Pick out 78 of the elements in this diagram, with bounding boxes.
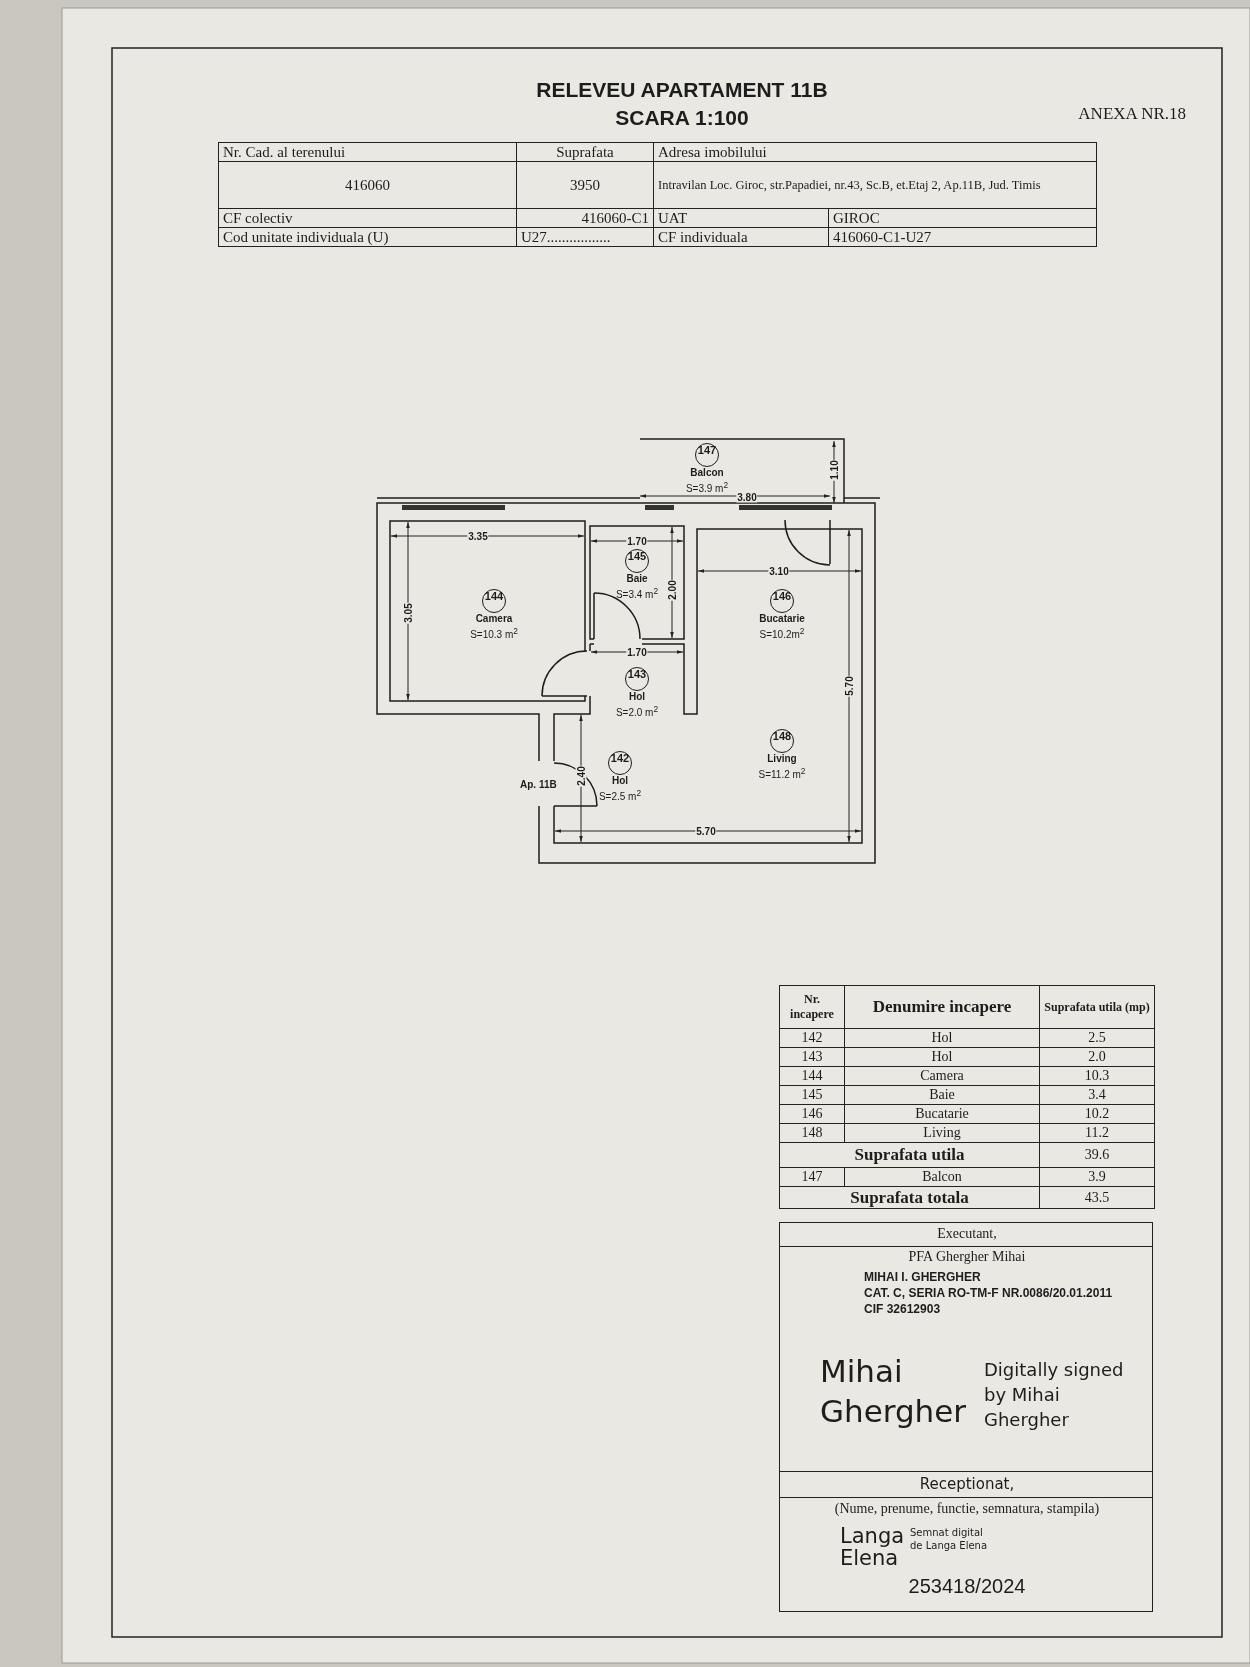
room-name: Camera	[475, 613, 513, 625]
signer-firm: PFA Ghergher Mihai	[908, 1249, 1026, 1265]
room-name: Hol	[628, 691, 646, 703]
table-cell: CF individuala	[653, 227, 829, 247]
table-cell: Suprafata totala	[779, 1186, 1040, 1209]
table-cell: 145	[779, 1085, 845, 1105]
table-cell: 10.2	[1039, 1104, 1155, 1124]
signature-name: Mihai Ghergher	[820, 1352, 968, 1431]
table-cell: Denumire incapere	[844, 985, 1040, 1029]
room-name: Baie	[626, 573, 648, 585]
table-cell: 142	[779, 1028, 845, 1048]
table-cell: Intravilan Loc. Giroc, str.Papadiei, nr.43, Sc.B, et.Etaj 2, Ap.11B, Jud. Timis	[653, 161, 1097, 209]
table-cell: U27.................	[516, 227, 654, 247]
table-cell: Balcon	[844, 1167, 1040, 1187]
table-cell: 416060	[218, 161, 517, 209]
table-cell: 148	[779, 1123, 845, 1143]
table-cell: 144	[779, 1066, 845, 1086]
room-area: S=11.2 m$^{2}$	[758, 765, 806, 782]
table-cell: Cod unitate individuala (U)	[218, 227, 517, 247]
room-area: S=2.5 m$^{2}$	[598, 787, 642, 804]
signer-tax-id: CIF 32612903	[864, 1302, 941, 1316]
table-cell: Nr. Cad. al terenului	[218, 142, 517, 162]
signature-note: Semnat digital de Langa Elena	[910, 1526, 989, 1552]
dimension-label: 2.00	[666, 579, 678, 601]
scale-note: SCARA 1:100	[615, 106, 749, 130]
room-name: Bucatarie	[759, 613, 805, 625]
registration-number: 253418/2024	[908, 1575, 1026, 1598]
table-cell: 416060-C1	[516, 208, 654, 228]
table-cell: 143	[779, 1047, 845, 1067]
table-cell: 11.2	[1039, 1123, 1155, 1143]
room-name: Living	[767, 753, 797, 765]
apartment-label: Ap. 11B	[520, 779, 557, 790]
room-area: S=2.0 m$^{2}$	[615, 703, 659, 720]
received-instructions: (Nume, prenume, functie, semnatura, stampila)	[834, 1501, 1100, 1517]
table-cell: Bucatarie	[844, 1104, 1040, 1124]
room-area: S=10.2m$^{2}$	[759, 625, 805, 642]
table-cell: Baie	[844, 1085, 1040, 1105]
table-cell: 146	[779, 1104, 845, 1124]
table-cell: 10.3	[1039, 1066, 1155, 1086]
table-cell: Suprafata	[516, 142, 654, 162]
table-cell: GIROC	[828, 208, 1097, 228]
table-cell: 2.5	[1039, 1028, 1155, 1048]
document-title: RELEVEU APARTAMENT 11B	[536, 78, 828, 102]
room-area: S=10.3 m$^{2}$	[470, 625, 518, 642]
table-cell: 3950	[516, 161, 654, 209]
room-name: Balcon	[690, 467, 724, 479]
table-cell: Hol	[844, 1047, 1040, 1067]
table-cell: Living	[844, 1123, 1040, 1143]
signer-role: Executant,	[937, 1226, 997, 1242]
table-cell: 147	[779, 1167, 845, 1187]
table-cell: Hol	[844, 1028, 1040, 1048]
dimension-label: 2.40	[575, 765, 587, 787]
dimension-label: 3.80	[736, 491, 758, 503]
table-cell: Suprafata utila	[779, 1142, 1040, 1168]
table-cell: 3.4	[1039, 1085, 1155, 1105]
table-cell: CF colectiv	[218, 208, 517, 228]
table-cell: 43.5	[1039, 1186, 1155, 1209]
table-cell: 39.6	[1039, 1142, 1155, 1168]
table-cell: Suprafata utila (mp)	[1039, 985, 1155, 1029]
table-cell: 416060-C1-U27	[828, 227, 1097, 247]
signer-name: MIHAI I. GHERGHER	[864, 1270, 981, 1284]
table-cell: Nr. incapere	[779, 985, 845, 1029]
room-name: Hol	[611, 775, 629, 787]
room-area: S=3.4 m$^{2}$	[615, 585, 659, 602]
signer-license: CAT. C, SERIA RO-TM-F NR.0086/20.01.2011	[864, 1286, 1113, 1300]
room-area: S=3.9 m$^{2}$	[685, 479, 729, 496]
signature-note: Digitally signed by Mihai Ghergher	[984, 1358, 1125, 1432]
table-cell: Adresa imobilului	[653, 142, 1097, 162]
dimension-label: 3.05	[402, 602, 414, 624]
dimension-label: 3.35	[467, 530, 489, 542]
table-cell: 3.9	[1039, 1167, 1155, 1187]
table-cell: 2.0	[1039, 1047, 1155, 1067]
table-cell: Camera	[844, 1066, 1040, 1086]
signature-name: Langa Elena	[840, 1525, 906, 1569]
table-cell: UAT	[653, 208, 829, 228]
annex-number: ANEXA NR.18	[1078, 104, 1186, 124]
dimension-label: 3.10	[768, 565, 790, 577]
received-heading: Receptionat,	[919, 1475, 1015, 1493]
